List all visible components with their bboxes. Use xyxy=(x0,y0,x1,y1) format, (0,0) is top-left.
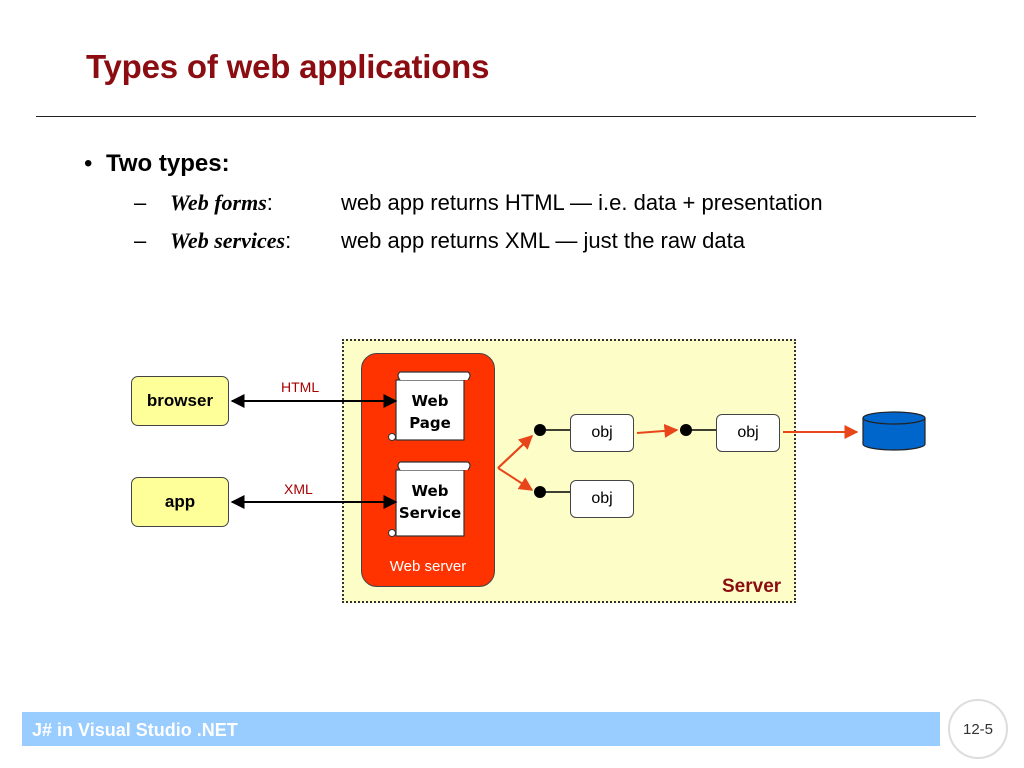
web-service-label-line1: Web xyxy=(411,482,449,500)
term-colon: : xyxy=(285,228,292,253)
database-cylinder-icon xyxy=(862,411,926,451)
bullet-dot: • xyxy=(84,150,93,177)
bullet-two-types: • Two types: xyxy=(84,150,230,178)
obj-call-arrow xyxy=(636,423,679,438)
obj-box-1: obj xyxy=(570,414,634,452)
web-page-label-line2: Page xyxy=(409,414,451,432)
server-label: Server xyxy=(722,576,782,597)
app-box: app xyxy=(131,477,229,527)
xml-label: XML xyxy=(284,481,313,497)
page-number: 12-5 xyxy=(948,699,1008,759)
term-colon: : xyxy=(266,190,273,215)
lollipop-interface-icon xyxy=(534,486,571,498)
web-service-label: Web Service xyxy=(397,480,463,524)
html-label: HTML xyxy=(281,379,320,395)
obj-box-3: obj xyxy=(570,480,634,518)
dash-marker: – xyxy=(134,228,147,253)
obj-box-2: obj xyxy=(716,414,780,452)
term-web-forms: Web forms xyxy=(170,190,267,215)
web-server-label: Web server xyxy=(389,558,467,575)
bullet-text: Two types: xyxy=(106,150,230,177)
lollipop-interface-icon xyxy=(680,424,716,436)
footer-course-title: J# in Visual Studio .NET xyxy=(32,720,238,740)
footer-bar xyxy=(22,712,940,746)
title-divider xyxy=(36,116,976,117)
browser-box: browser xyxy=(131,376,229,426)
sub-item-web-services: –Web services: web app returns XML — jus… xyxy=(134,228,745,254)
desc-web-services: web app returns XML — just the raw data xyxy=(341,228,745,253)
web-page-label-line1: Web xyxy=(411,392,449,410)
lollipop-interface-icon xyxy=(534,424,571,436)
sub-item-web-forms: –Web forms: web app returns HTML — i.e. … xyxy=(134,190,823,216)
desc-web-forms: web app returns HTML — i.e. data + prese… xyxy=(341,190,823,215)
web-page-label: Web Page xyxy=(397,390,463,434)
slide-title: Types of web applications xyxy=(86,48,490,85)
web-service-scroll-icon xyxy=(388,461,471,537)
web-service-label-line2: Service xyxy=(398,504,462,522)
dash-marker: – xyxy=(134,190,147,215)
web-page-scroll-icon xyxy=(388,371,471,441)
term-web-services: Web services xyxy=(170,228,286,253)
